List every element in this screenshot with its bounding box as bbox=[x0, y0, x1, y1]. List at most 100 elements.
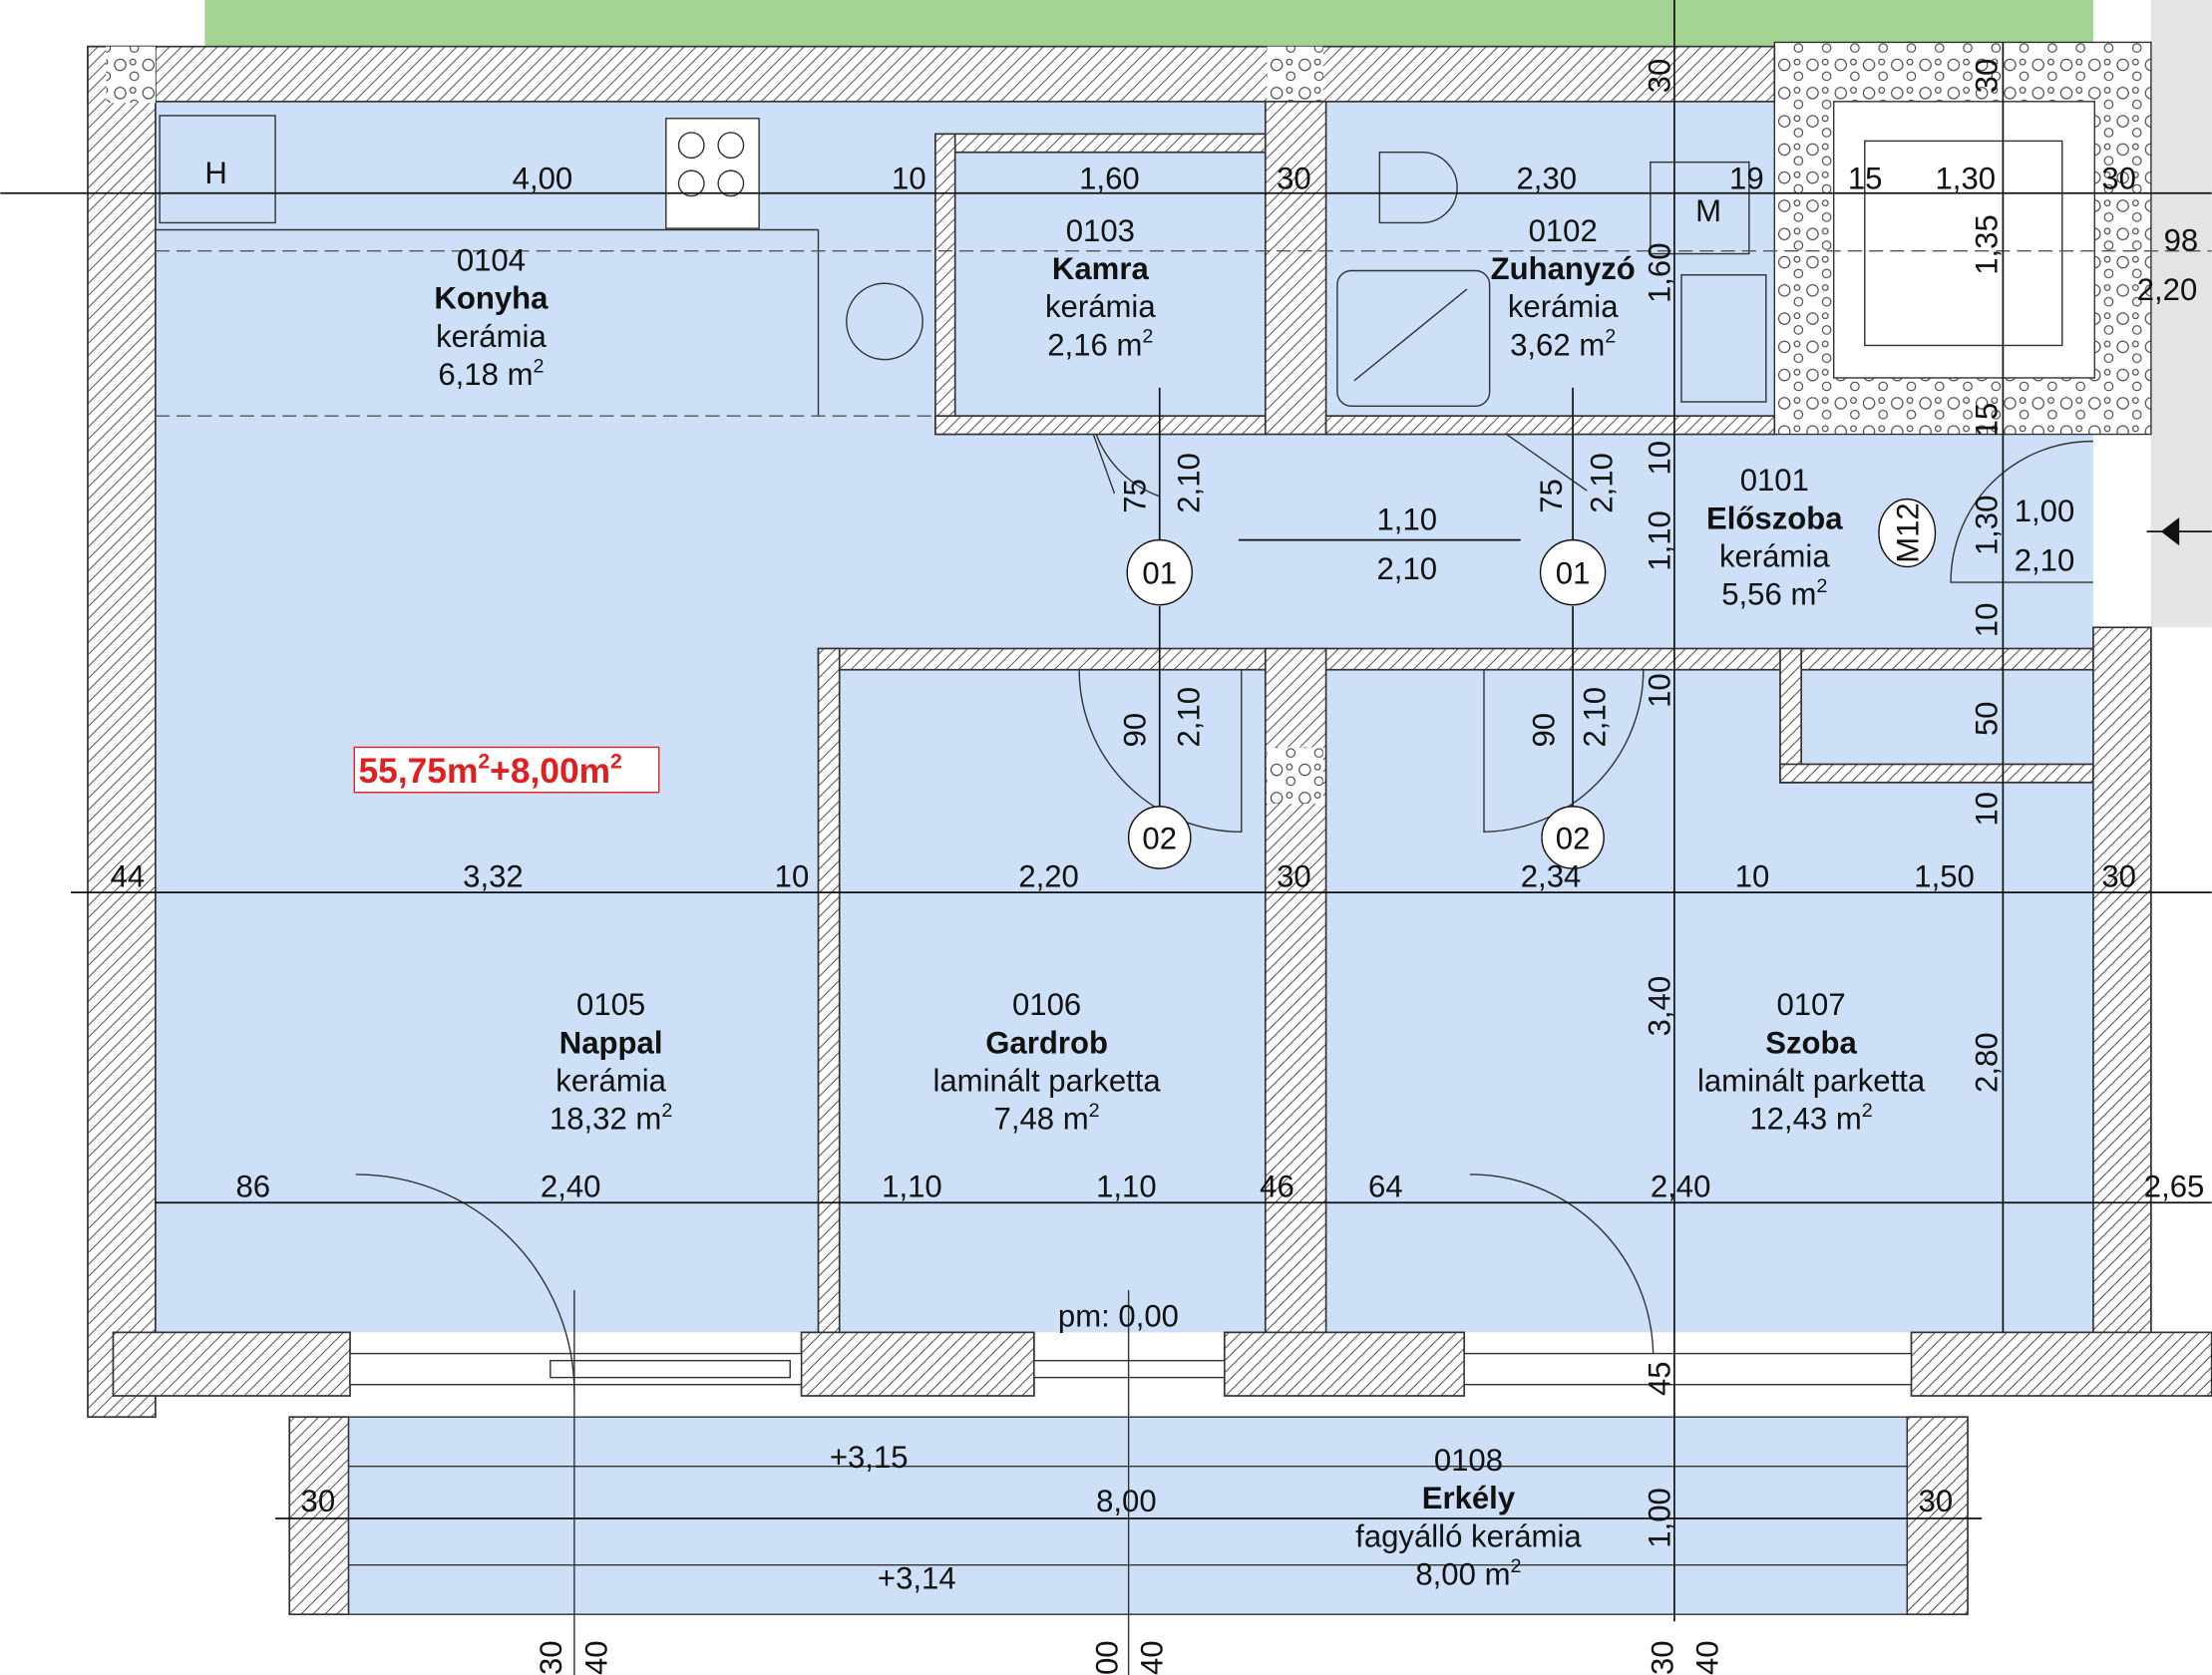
room-label-szoba: 0107 Szoba laminált parketta 12,43 m2 bbox=[1697, 987, 1926, 1137]
dimension-label: 2,34 bbox=[1521, 858, 1582, 893]
dimension-label: 44 bbox=[111, 858, 146, 893]
balcony-level-bottom: +3,14 bbox=[878, 1561, 956, 1596]
dimension-label: 40 bbox=[578, 1640, 613, 1675]
dimension-label: 30 bbox=[1277, 858, 1311, 893]
dimension-label: 1,60 bbox=[1079, 161, 1140, 195]
sink-icon bbox=[846, 282, 923, 361]
dimension-label: 0105 bbox=[576, 987, 645, 1022]
dimension-label: 4,00 bbox=[513, 161, 573, 195]
dimension-texts: 4,00 10 1,60 30 2,30 19 15 1,30 30 98 2,… bbox=[111, 59, 2205, 1675]
dimension-label: 1,50 bbox=[1914, 858, 1975, 893]
garden-strip bbox=[204, 0, 2093, 47]
dimension-label: 75 bbox=[1118, 479, 1153, 513]
dimension-label: 0107 bbox=[1776, 987, 1845, 1022]
dimension-label: 10 bbox=[892, 161, 926, 195]
dimension-label: 46 bbox=[1260, 1170, 1294, 1204]
dimension-label: 90 bbox=[1527, 713, 1562, 748]
dimension-label: 0106 bbox=[1012, 987, 1081, 1022]
dimension-label: 7,48 m2 bbox=[994, 1100, 1100, 1137]
fridge-icon bbox=[159, 115, 276, 224]
toilet-icon bbox=[1378, 152, 1458, 224]
dimension-label: 12,43 m2 bbox=[1749, 1100, 1872, 1137]
dimension-label: 2,30 bbox=[1517, 161, 1578, 195]
dimension-label: 40 bbox=[1690, 1640, 1725, 1675]
dimension-label: Gardrob bbox=[985, 1025, 1108, 1060]
dimension-label: 1,10 bbox=[1643, 510, 1677, 571]
dimension-label: 1,30 bbox=[1936, 161, 1997, 195]
door-tags: 01 01 02 02 M12 bbox=[1126, 498, 1937, 869]
dimension-label: 2,10 bbox=[1377, 551, 1438, 586]
room-label-gardrob: 0106 Gardrob laminált parketta 7,48 m2 bbox=[932, 987, 1161, 1137]
dimension-label: kerámia bbox=[1045, 289, 1156, 324]
dimension-label: 3,32 bbox=[463, 858, 524, 893]
dimension-label: 50 bbox=[1970, 702, 2005, 737]
dimension-label: 1,30 bbox=[1970, 496, 2005, 556]
entrance-arrow-icon[interactable] bbox=[2160, 516, 2180, 546]
dimension-label: 2,80 bbox=[1970, 1032, 2005, 1093]
dimension-label: Konyha bbox=[434, 281, 549, 316]
dimension-label: 2,16 m2 bbox=[1047, 326, 1153, 363]
dimension-label: 1,10 bbox=[882, 1170, 942, 1204]
dimension-label: laminált parketta bbox=[1697, 1064, 1926, 1099]
dimension-label: 1,00 bbox=[1643, 1488, 1677, 1548]
dimension-label: 1,35 bbox=[1970, 214, 2005, 275]
fridge-label: H bbox=[204, 156, 226, 190]
dimension-label: 0104 bbox=[457, 243, 526, 278]
dimension-label: 00 bbox=[1089, 1640, 1124, 1675]
door-tag: 01 bbox=[1556, 555, 1591, 590]
dimension-label: 1,10 bbox=[1096, 1170, 1157, 1204]
dimension-label: 64 bbox=[1368, 1170, 1403, 1204]
dimension-label: Kamra bbox=[1052, 251, 1150, 286]
dimension-label: 1,60 bbox=[1643, 242, 1677, 303]
dimension-label: kerámia bbox=[555, 1064, 666, 1099]
washbasin-icon bbox=[1680, 274, 1767, 403]
dimension-label: 30 bbox=[1919, 1484, 1954, 1518]
dimension-label: 8,00 bbox=[1096, 1484, 1157, 1518]
dimension-label: 30 bbox=[1970, 59, 2005, 94]
dimension-label: 10 bbox=[1970, 792, 2005, 827]
walls bbox=[87, 45, 2212, 1419]
dimension-label: 15 bbox=[1848, 161, 1883, 195]
dimension-label: 15 bbox=[1970, 403, 2005, 438]
dimension-label: 2,20 bbox=[2137, 272, 2198, 307]
dimension-label: 30 bbox=[1277, 161, 1311, 195]
door-tag: 02 bbox=[1556, 821, 1591, 855]
dimension-label: 19 bbox=[1729, 161, 1764, 195]
dimension-label: 10 bbox=[1643, 441, 1677, 476]
dimension-label: 2,40 bbox=[541, 1170, 601, 1204]
dimension-label: 8,00 m2 bbox=[1415, 1555, 1521, 1592]
dimension-label: 18,32 m2 bbox=[550, 1100, 672, 1137]
dimension-label: 2,10 bbox=[1578, 687, 1613, 748]
dimension-label: 55,75m2+8,00m2 bbox=[359, 751, 622, 791]
dimension-label: 2,40 bbox=[1651, 1170, 1711, 1204]
dimension-label: 2,65 bbox=[2144, 1170, 2205, 1204]
windows bbox=[349, 1352, 1913, 1386]
dimension-label: 75 bbox=[1534, 479, 1569, 513]
dimension-label: 6,18 m2 bbox=[438, 355, 544, 392]
elevator-cabin bbox=[1832, 101, 2096, 379]
dimension-label: 2,20 bbox=[1018, 858, 1079, 893]
balcony-level-top: +3,15 bbox=[830, 1440, 909, 1475]
room-label-nappal: 0105 Nappal kerámia 18,32 m2 bbox=[550, 987, 672, 1137]
dimension-label: 3,62 m2 bbox=[1510, 326, 1616, 363]
room-label-eloszoba: 0101 Előszoba kerámia 5,56 m2 bbox=[1706, 463, 1843, 612]
interior-floor bbox=[155, 101, 2093, 1333]
dimension-label: 30 bbox=[2101, 161, 2136, 195]
kitchen-fixtures bbox=[155, 115, 935, 417]
dimension-label: laminált parketta bbox=[932, 1064, 1161, 1099]
dimension-label: Szoba bbox=[1765, 1025, 1857, 1060]
dimension-label: Nappal bbox=[559, 1025, 663, 1060]
dimension-label: 10 bbox=[1970, 603, 2005, 638]
dimension-label: Előszoba bbox=[1706, 501, 1843, 535]
door-tag: 02 bbox=[1142, 821, 1177, 855]
dimension-label: kerámia bbox=[1508, 289, 1619, 324]
dimension-label: 2,10 bbox=[1585, 453, 1620, 513]
dimension-label: 86 bbox=[235, 1170, 270, 1204]
stove-icon bbox=[665, 118, 760, 229]
dimension-label: kerámia bbox=[1719, 538, 1830, 573]
floor-level: pm: 0,00 bbox=[1058, 1299, 1179, 1334]
total-area-label: 55,75m2+8,00m2 bbox=[353, 746, 660, 794]
room-label-zuhanyzo: 0102 Zuhanyzó kerámia 3,62 m2 bbox=[1491, 213, 1636, 363]
dimension-label: 30 bbox=[301, 1484, 336, 1518]
doors[interactable] bbox=[355, 433, 2212, 1394]
